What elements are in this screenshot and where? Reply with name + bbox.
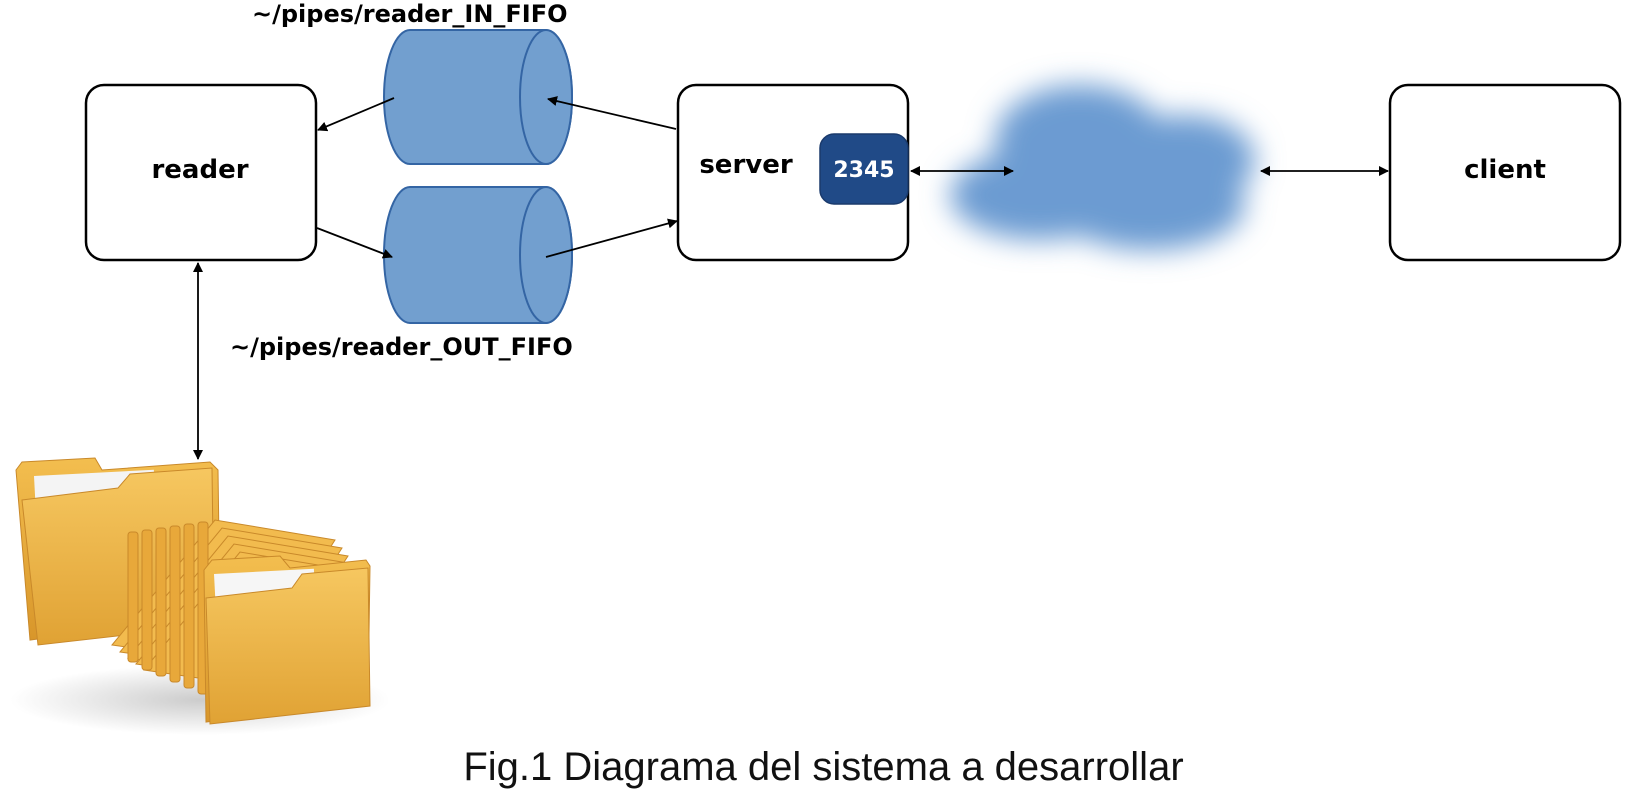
- port-badge: 2345: [819, 133, 909, 205]
- file-folders-icon: [10, 457, 390, 735]
- port-label: 2345: [833, 158, 894, 183]
- server-label: server: [699, 150, 793, 180]
- reader-label: reader: [151, 155, 248, 185]
- fifo-out-label: ~/pipes/reader_OUT_FIFO: [230, 333, 573, 361]
- arrow-fifo-in-to-reader: [317, 97, 395, 132]
- client-label: client: [1464, 155, 1546, 185]
- fifo-in-cylinder: [383, 29, 573, 165]
- arrow-server-to-fifo-in: [547, 96, 677, 130]
- fifo-out-cylinder: [383, 186, 573, 324]
- arrow-fifo-out-to-server: [545, 218, 678, 258]
- cloud-icon: [950, 85, 1255, 250]
- fifo-in-label: ~/pipes/reader_IN_FIFO: [252, 0, 568, 28]
- client-node: client: [1388, 83, 1622, 262]
- figure-caption: Fig.1 Diagrama del sistema a desarrollar: [463, 745, 1184, 789]
- reader-node: reader: [84, 83, 318, 262]
- arrow-reader-to-fifo-out: [316, 227, 393, 259]
